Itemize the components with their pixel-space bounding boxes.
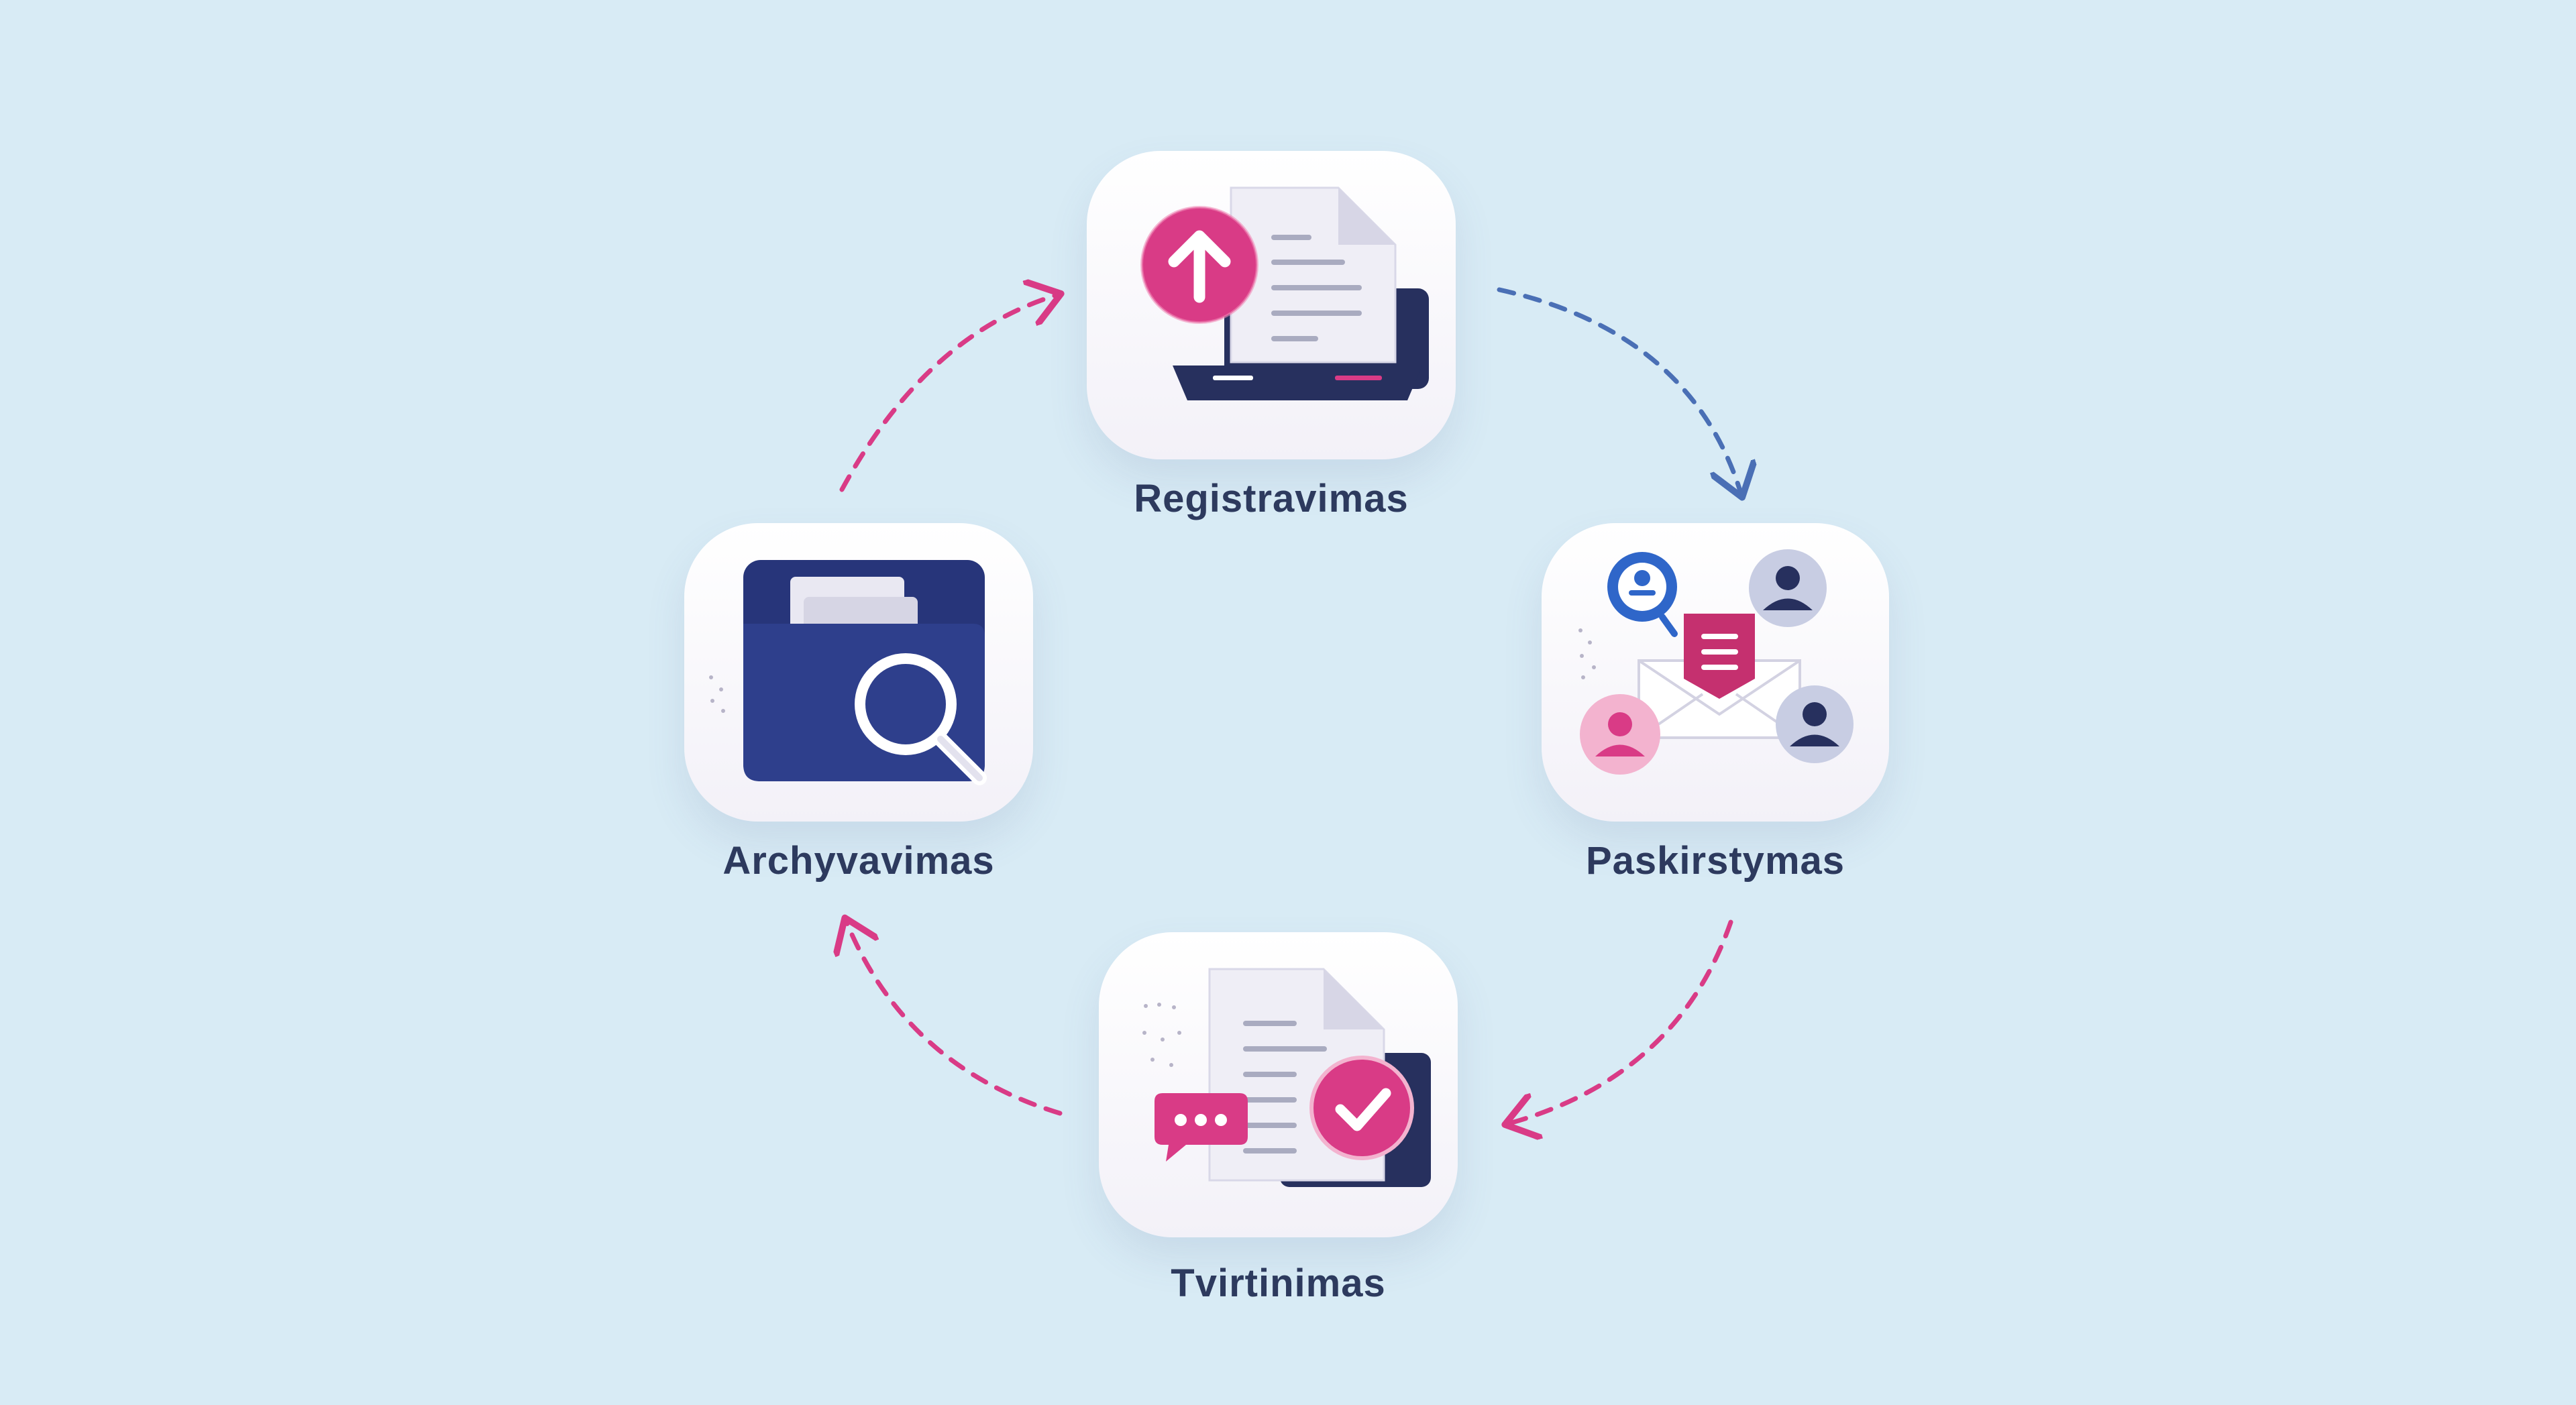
arrow-register-to-distribution xyxy=(1497,287,1741,493)
approval-card xyxy=(1099,932,1458,1237)
distribution-card xyxy=(1542,523,1889,822)
step-label: Tvirtinimas xyxy=(1171,1261,1386,1305)
step-label: Paskirstymas xyxy=(1585,839,1845,883)
upload-document-laptop-icon xyxy=(1140,186,1429,400)
step-distribution: Paskirstymas xyxy=(1542,523,1889,899)
step-label: Registravimas xyxy=(1134,477,1409,520)
archive-folder-search-icon xyxy=(709,560,987,785)
approval-document-check-icon xyxy=(1142,968,1431,1187)
step-registration: Registravimas xyxy=(1087,151,1456,533)
step-label: Archyvavimas xyxy=(722,839,995,883)
distribution-envelope-users-icon xyxy=(1578,549,1854,775)
step-archiving: Archyvavimas xyxy=(684,523,1033,899)
archiving-card xyxy=(684,523,1033,822)
registration-card xyxy=(1087,151,1456,459)
arrow-distribution-to-approval xyxy=(1509,919,1733,1123)
arrow-approval-to-archive xyxy=(847,922,1063,1116)
arrow-archive-to-register xyxy=(839,295,1057,492)
step-approval: Tvirtinimas xyxy=(1099,932,1458,1321)
